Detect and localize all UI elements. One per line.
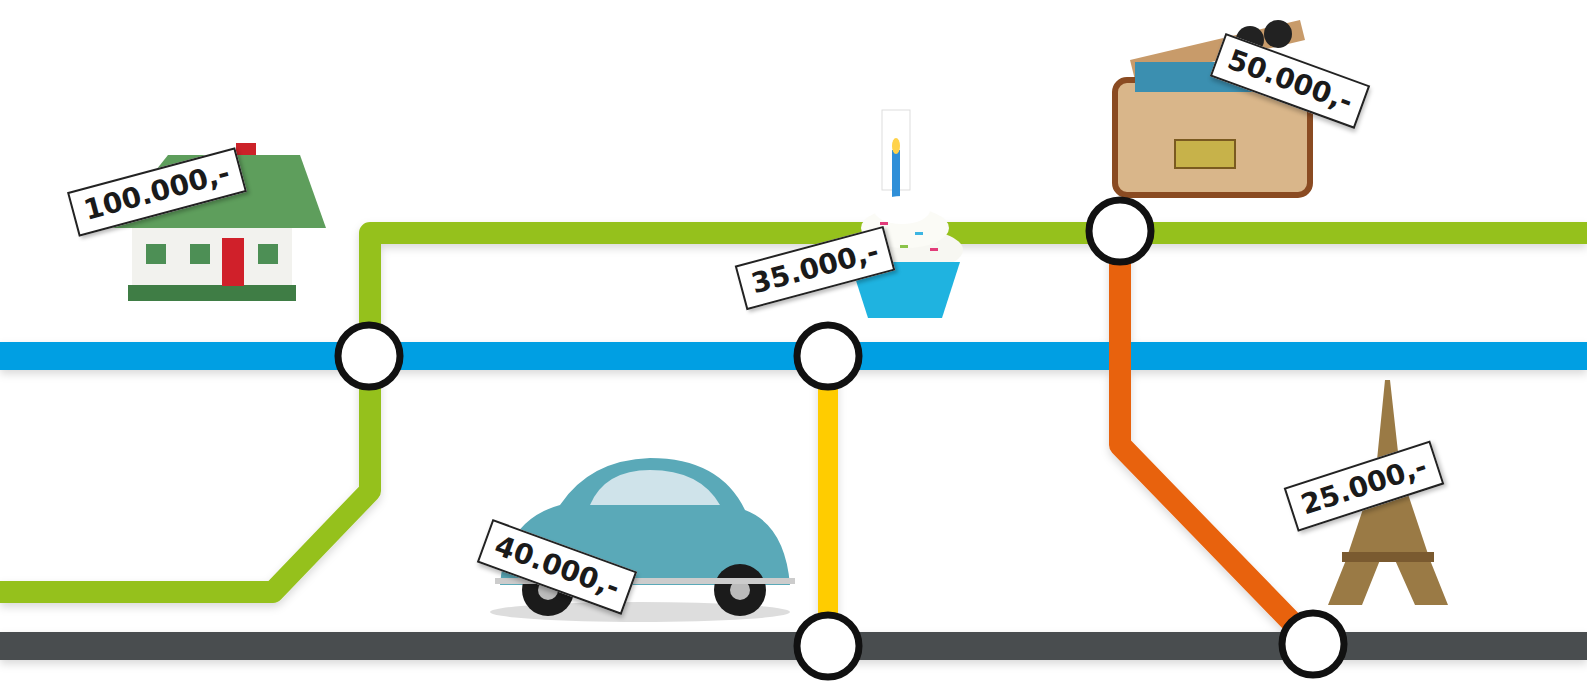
- yellow-line: [818, 356, 838, 646]
- station-circle: [1089, 200, 1151, 262]
- station-circle: [1282, 613, 1344, 675]
- stations: [338, 200, 1344, 677]
- suitcase-illustration: [1115, 20, 1310, 195]
- cupcake-illustration: [847, 110, 963, 318]
- station-circle: [338, 325, 400, 387]
- station-circle: [797, 615, 859, 677]
- green-line: [0, 233, 1587, 592]
- orange-line: [1120, 231, 1313, 644]
- station-circle: [797, 325, 859, 387]
